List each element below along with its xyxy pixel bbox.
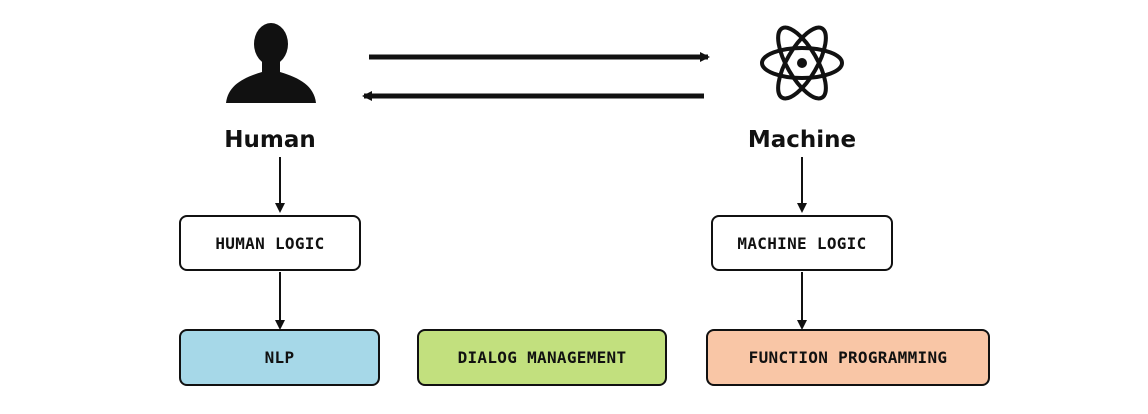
human-label: Human: [224, 127, 316, 153]
human-logic-box: HUMAN LOGIC: [179, 215, 361, 271]
nlp-box: NLP: [179, 329, 380, 386]
dialog-management-box: DIALOG MANAGEMENT: [417, 329, 667, 386]
person-icon: [226, 23, 316, 103]
machine-label: Machine: [747, 127, 857, 153]
atom-icon: [760, 25, 844, 101]
function-programming-box: FUNCTION PROGRAMMING: [706, 329, 990, 386]
machine-logic-box: MACHINE LOGIC: [711, 215, 893, 271]
